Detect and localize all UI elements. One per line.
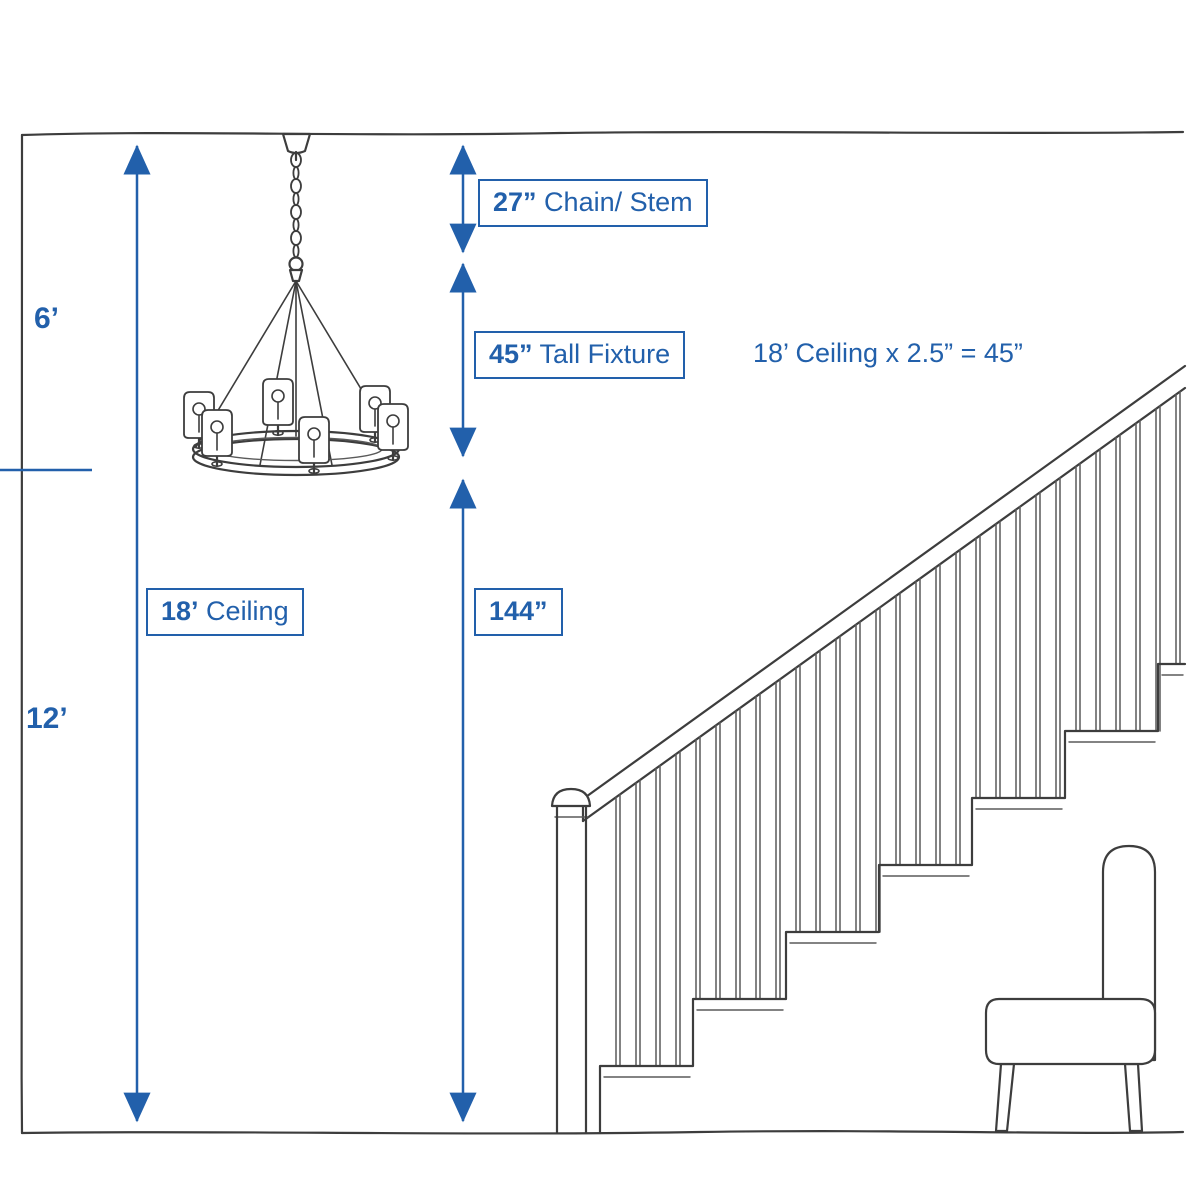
chair-seat <box>984 997 1157 1066</box>
ceiling-line <box>20 130 1185 137</box>
label-6ft: 6’ <box>34 302 60 335</box>
chandelier-sketch <box>183 132 409 477</box>
floor-line <box>20 1130 1185 1135</box>
shades-front <box>201 403 409 475</box>
ceiling-height-text: Ceiling <box>198 596 289 626</box>
ceiling-height-box: 18’ Ceiling <box>146 588 304 636</box>
handrail <box>581 364 1187 823</box>
chain-length-value: 27” <box>493 187 537 217</box>
chair-sketch <box>984 844 1157 1133</box>
ceiling-height-value: 18’ <box>161 596 199 626</box>
steps <box>598 662 1187 1135</box>
balusters <box>615 390 1181 1067</box>
chain-links <box>290 152 302 259</box>
fixture-height-text: Tall Fixture <box>532 339 671 369</box>
chain-length-box: 27” Chain/ Stem <box>478 179 708 227</box>
formula-text: 18’ Ceiling x 2.5” = 45” <box>753 338 1023 368</box>
dimension-lines <box>0 144 477 1123</box>
newel-post <box>550 787 592 1135</box>
drop-length-box: 144” <box>474 588 563 636</box>
staircase-sketch <box>550 364 1187 1135</box>
tread-detail-lines <box>603 674 1184 1078</box>
chair-rear-leg <box>1123 1062 1144 1133</box>
label-12ft: 12’ <box>26 702 68 735</box>
canopy <box>281 132 312 155</box>
chair-front-leg <box>994 1062 1016 1133</box>
newel-cap <box>550 787 592 808</box>
left-wall-line <box>20 133 24 1135</box>
fixture-height-box: 45” Tall Fixture <box>474 331 686 379</box>
fixture-height-value: 45” <box>489 339 533 369</box>
chain-hub <box>288 256 304 272</box>
chain-length-text: Chain/ Stem <box>536 187 693 217</box>
drop-length-value: 144” <box>489 596 548 626</box>
